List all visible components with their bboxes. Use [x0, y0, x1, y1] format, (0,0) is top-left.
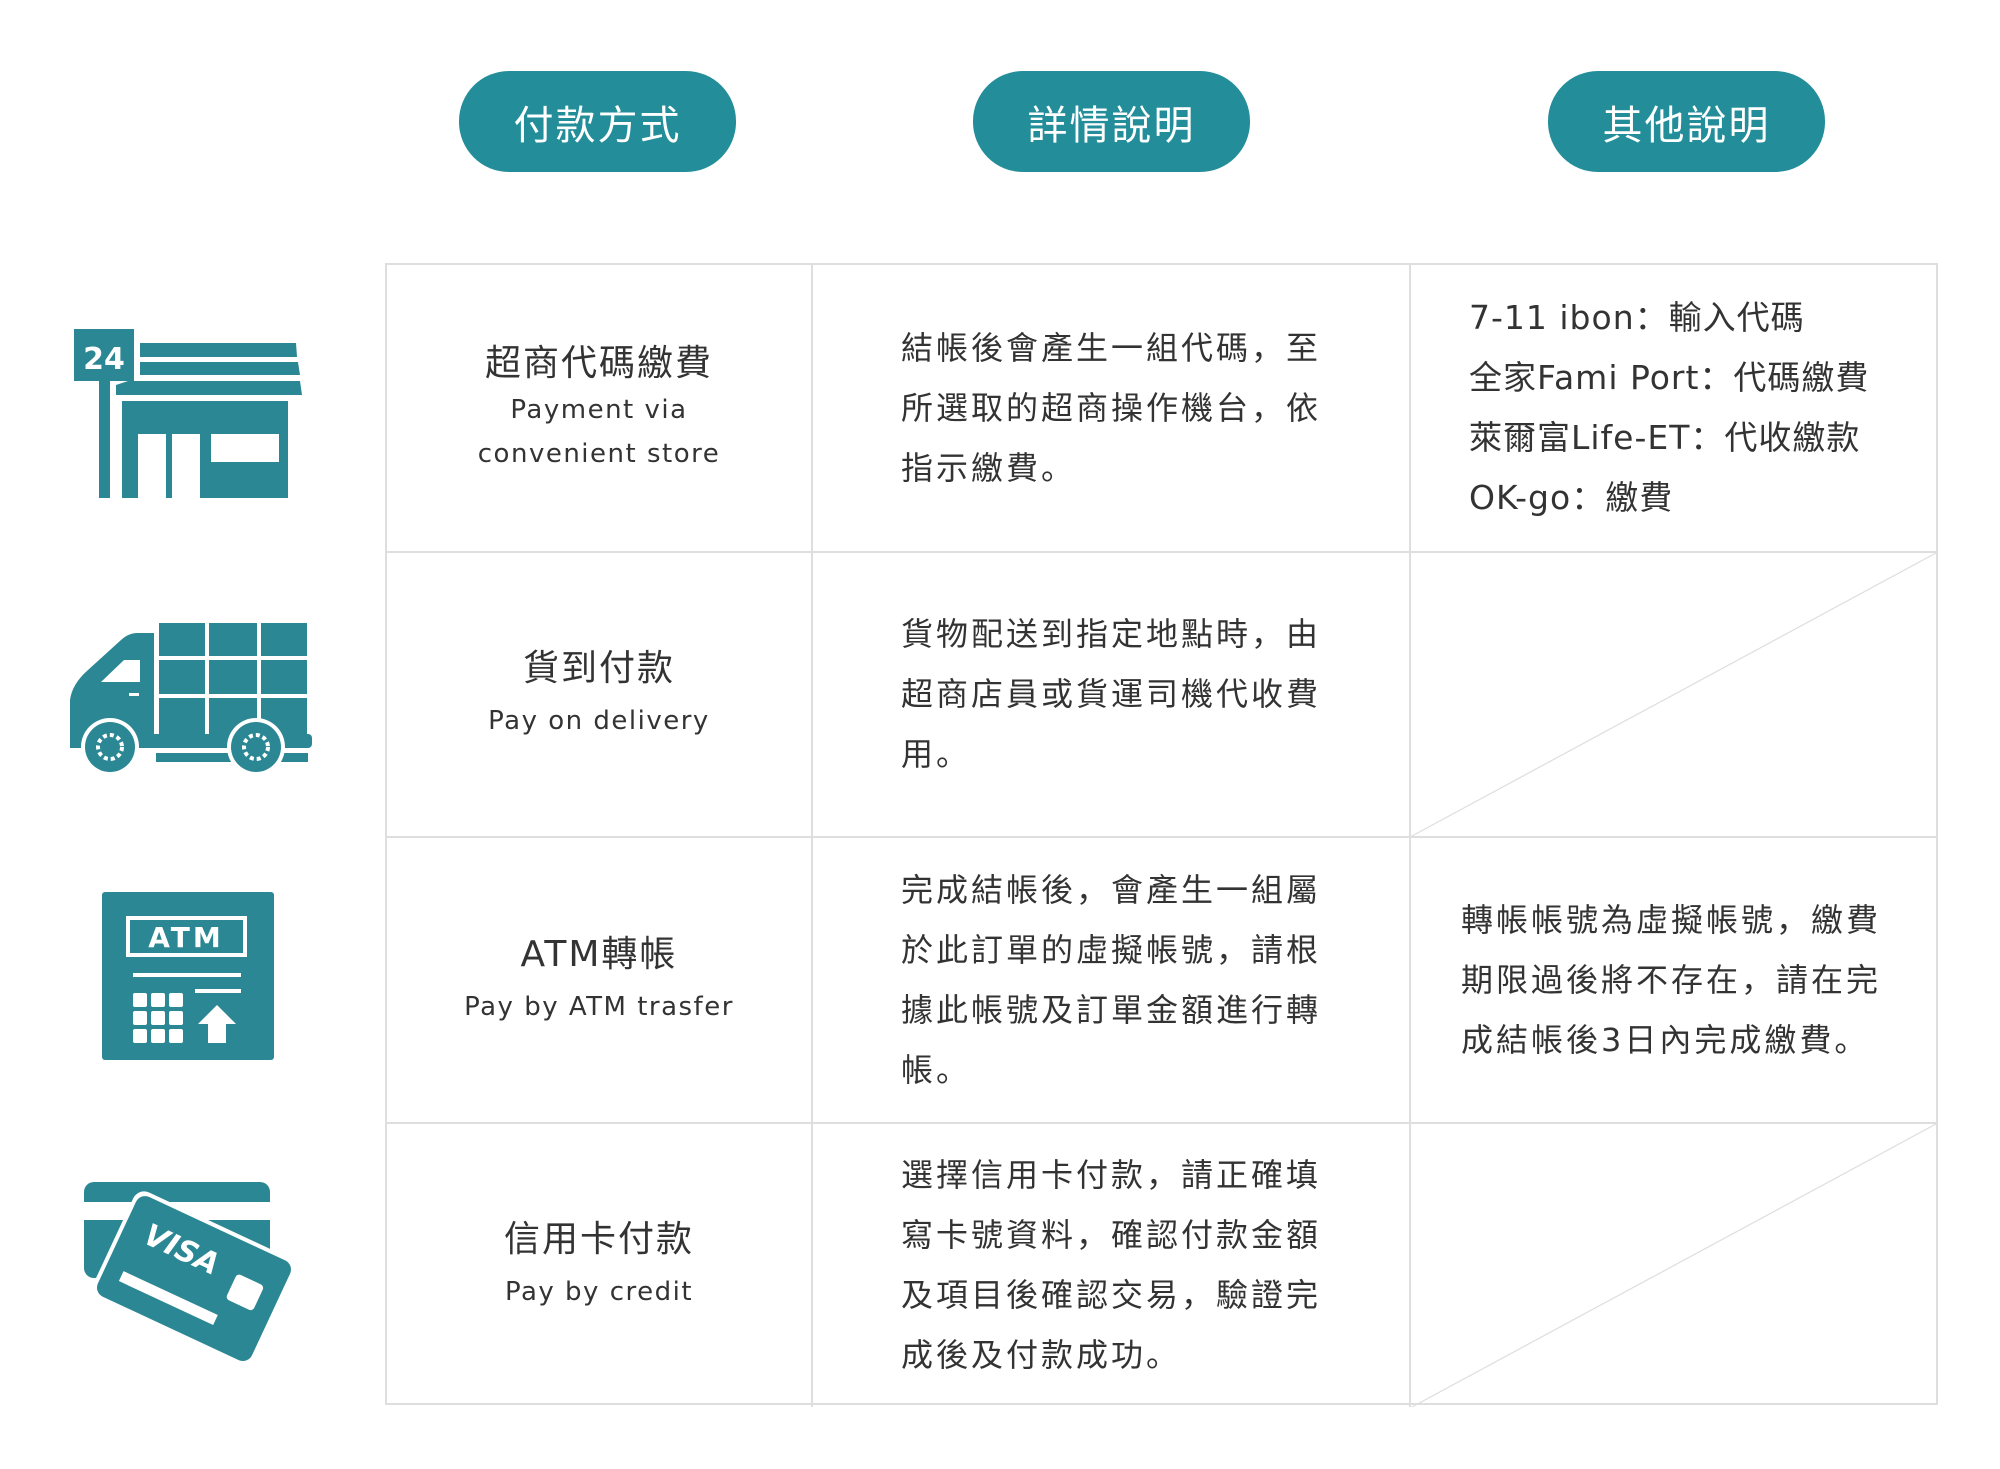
- other-notes-cell-empty: [1411, 1124, 1936, 1408]
- empty-cell-diagonal: [1411, 553, 1936, 837]
- table-row: 信用卡付款 Pay by credit 選擇信用卡付款，請正確填 寫卡號資料，確…: [387, 1121, 1936, 1408]
- method-subtitle: Pay by ATM trasfer: [464, 991, 734, 1022]
- delivery-truck-icon: [70, 623, 312, 776]
- method-title: ATM轉帳: [520, 933, 678, 975]
- details-line: 用。: [901, 735, 972, 774]
- details-cell: 完成結帳後，會產生一組屬 於此訂單的虛擬帳號，請根 據此帳號及訂單金額進行轉 帳…: [813, 838, 1411, 1122]
- method-title: 超商代碼繳費: [484, 342, 713, 384]
- other-notes-line: 萊爾富Life-ET：代收繳款: [1469, 417, 1861, 457]
- atm-icon: ATM: [102, 892, 274, 1060]
- method-subtitle: Pay by credit: [504, 1277, 694, 1308]
- details-line: 選擇信用卡付款，請正確填: [901, 1156, 1322, 1195]
- payment-method-cell: 超商代碼繳費 Payment via convenient store: [387, 265, 813, 551]
- details-line: 據此帳號及訂單金額進行轉: [901, 990, 1322, 1029]
- other-notes-cell: 7-11 ibon：輸入代碼 全家Fami Port：代碼繳費 萊爾富Life-…: [1411, 265, 1936, 551]
- table-row: ATM轉帳 Pay by ATM trasfer 完成結帳後，會產生一組屬 於此…: [387, 836, 1936, 1122]
- details-line: 帳。: [901, 1050, 972, 1089]
- other-notes-line: 7-11 ibon：輸入代碼: [1469, 297, 1805, 337]
- payment-method-header-button[interactable]: 付款方式: [459, 71, 736, 172]
- details-line: 及項目後確認交易，驗證完: [901, 1276, 1322, 1315]
- store-icon-label: 24: [83, 342, 125, 377]
- details-line: 所選取的超商操作機台，依: [901, 388, 1322, 427]
- method-subtitle: Payment via: [510, 394, 688, 425]
- method-subtitle: Pay on delivery: [488, 706, 710, 737]
- method-title: 信用卡付款: [503, 1219, 694, 1261]
- other-notes-line: 轉帳帳號為虛擬帳號，繳費: [1461, 900, 1882, 939]
- details-line: 超商店員或貨運司機代收費: [901, 675, 1322, 714]
- details-header-button[interactable]: 詳情說明: [973, 71, 1250, 172]
- table-row: 超商代碼繳費 Payment via convenient store 結帳後會…: [387, 265, 1936, 551]
- payment-method-cell: 信用卡付款 Pay by credit: [387, 1123, 813, 1407]
- details-line: 成後及付款成功。: [901, 1336, 1182, 1375]
- details-line: 完成結帳後，會產生一組屬: [901, 870, 1322, 909]
- convenience-store-icon: 24: [74, 329, 302, 498]
- details-cell: 選擇信用卡付款，請正確填 寫卡號資料，確認付款金額 及項目後確認交易，驗證完 成…: [813, 1123, 1411, 1407]
- other-notes-header-button[interactable]: 其他說明: [1548, 71, 1825, 172]
- method-title: 貨到付款: [522, 648, 675, 690]
- details-line: 結帳後會產生一組代碼，至: [901, 328, 1322, 367]
- other-notes-line: 全家Fami Port：代碼繳費: [1469, 357, 1870, 397]
- details-cell: 結帳後會產生一組代碼，至 所選取的超商操作機台，依 指示繳費。: [813, 265, 1411, 551]
- details-line: 於此訂單的虛擬帳號，請根: [901, 930, 1322, 969]
- details-line: 貨物配送到指定地點時，由: [901, 615, 1322, 654]
- other-notes-line: OK-go：繳費: [1469, 477, 1674, 517]
- payment-method-cell: 貨到付款 Pay on delivery: [387, 552, 813, 836]
- credit-card-icon: VISA: [84, 1182, 296, 1366]
- table-row: 貨到付款 Pay on delivery 貨物配送到指定地點時，由 超商店員或貨…: [387, 550, 1936, 837]
- payment-method-cell: ATM轉帳 Pay by ATM trasfer: [387, 838, 813, 1122]
- payment-methods-table: 超商代碼繳費 Payment via convenient store 結帳後會…: [385, 263, 1938, 1408]
- other-notes-cell: 轉帳帳號為虛擬帳號，繳費 期限過後將不存在，請在完 成結帳後3日內完成繳費。: [1411, 838, 1936, 1122]
- method-subtitle: convenient store: [477, 438, 721, 469]
- atm-icon-label: ATM: [148, 921, 223, 954]
- details-cell: 貨物配送到指定地點時，由 超商店員或貨運司機代收費 用。: [813, 552, 1411, 836]
- details-line: 寫卡號資料，確認付款金額: [901, 1216, 1322, 1255]
- details-line: 指示繳費。: [901, 448, 1077, 487]
- other-notes-line: 期限過後將不存在，請在完: [1461, 960, 1882, 999]
- other-notes-line: 成結帳後3日內完成繳費。: [1461, 1020, 1870, 1059]
- empty-cell-diagonal: [1411, 1124, 1936, 1408]
- other-notes-cell-empty: [1411, 553, 1936, 837]
